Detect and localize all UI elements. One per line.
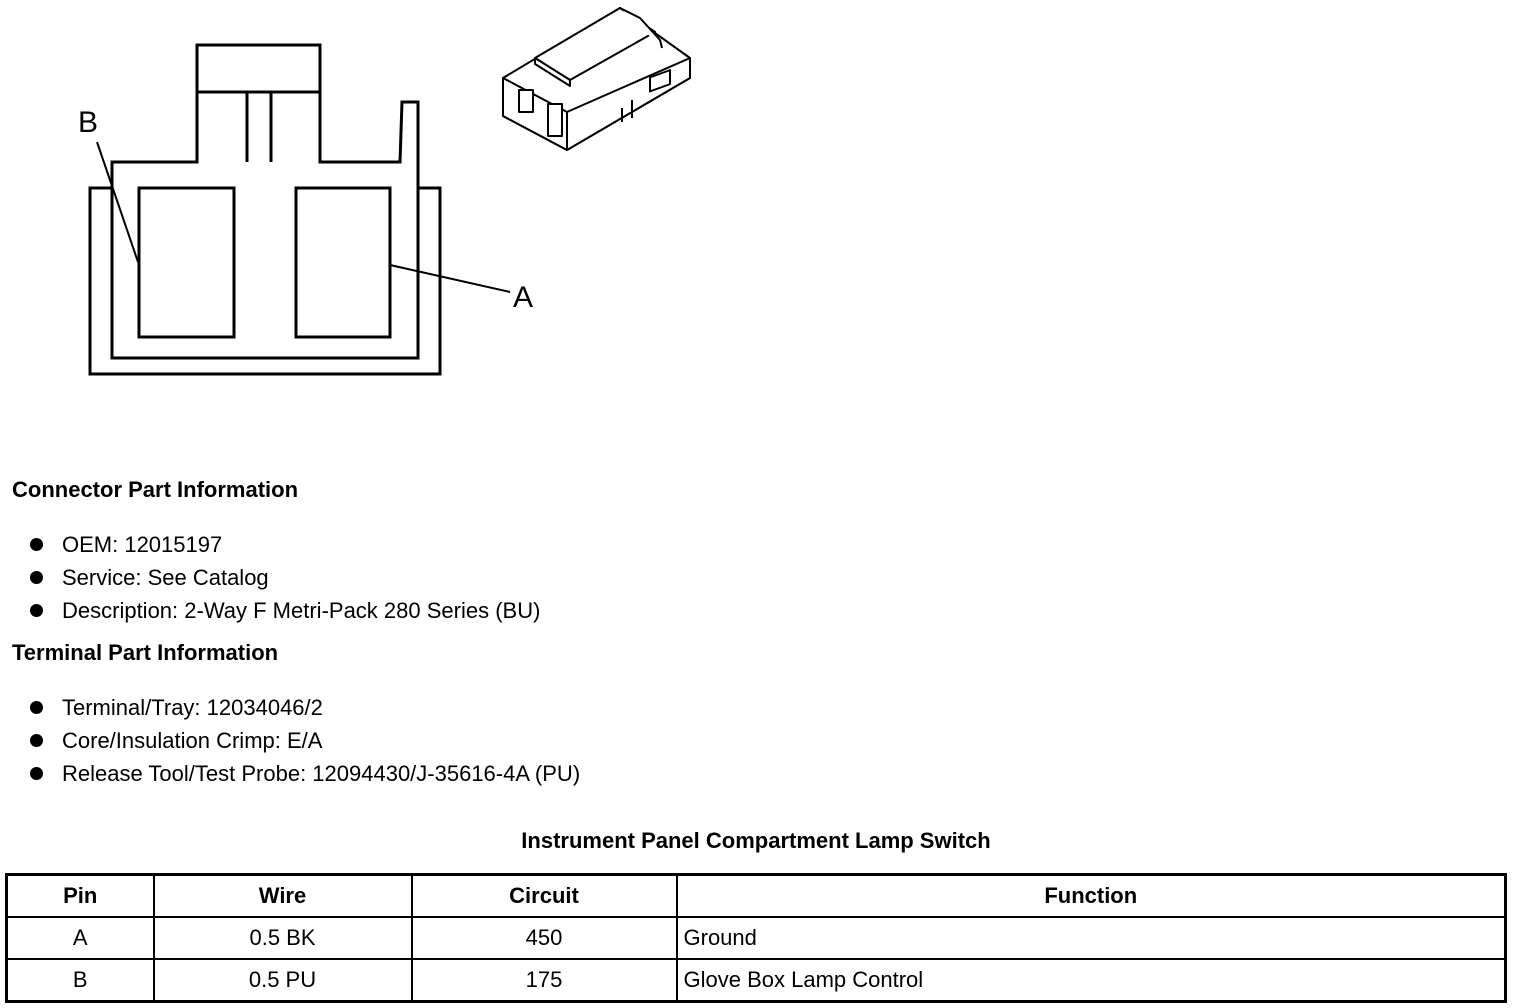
cell-pin: B — [5, 958, 155, 1003]
bullet-icon — [30, 767, 43, 780]
table-row: B 0.5 PU 175 Glove Box Lamp Control — [5, 958, 1507, 1003]
list-item: Core/Insulation Crimp: E/A — [12, 724, 580, 757]
connector-info-heading: Connector Part Information — [12, 477, 299, 502]
callout-leader-a — [389, 264, 511, 293]
bullet-icon — [30, 701, 43, 714]
bullet-icon — [30, 604, 43, 617]
list-item: OEM: 12015197 — [12, 528, 540, 561]
bullet-icon — [30, 538, 43, 551]
terminal-info-list: Terminal/Tray: 12034046/2 Core/Insulatio… — [12, 691, 580, 790]
callout-label-b: B — [78, 106, 98, 139]
table-row: A 0.5 BK 450 Ground — [5, 916, 1507, 960]
terminal-info-heading: Terminal Part Information — [12, 640, 279, 665]
list-item: Release Tool/Test Probe: 12094430/J-3561… — [12, 757, 580, 790]
bullet-icon — [30, 734, 43, 747]
column-header-pin: Pin — [5, 873, 155, 918]
column-header-circuit: Circuit — [410, 873, 678, 918]
column-header-wire: Wire — [152, 873, 413, 918]
callout-leader-b — [96, 141, 139, 263]
connector-info-list: OEM: 12015197 Service: See Catalog Descr… — [12, 528, 540, 627]
connector-outer-housing — [88, 43, 442, 376]
table-header-row: Pin Wire Circuit Function — [5, 873, 1507, 918]
pin-table: Pin Wire Circuit Function A 0.5 BK 450 G… — [5, 873, 1507, 1003]
connector-inner-cavity — [110, 188, 420, 360]
bullet-icon — [30, 571, 43, 584]
terminal-cavity-b — [137, 186, 236, 339]
pin-table-title: Instrument Panel Compartment Lamp Switch — [521, 828, 991, 853]
connector-face-diagram: B A — [78, 7, 691, 376]
cell-function: Ground — [675, 916, 1507, 960]
terminal-cavity-a — [294, 186, 392, 339]
cell-circuit: 450 — [410, 916, 678, 960]
cell-circuit: 175 — [410, 958, 678, 1003]
cell-wire: 0.5 PU — [152, 958, 413, 1003]
list-item: Terminal/Tray: 12034046/2 — [12, 691, 580, 724]
cell-function: Glove Box Lamp Control — [675, 958, 1507, 1003]
cell-wire: 0.5 BK — [152, 916, 413, 960]
list-item: Description: 2-Way F Metri-Pack 280 Seri… — [12, 594, 540, 627]
cell-pin: A — [5, 916, 155, 960]
list-item: Service: See Catalog — [12, 561, 540, 594]
column-header-function: Function — [675, 873, 1507, 918]
connector-isometric-icon — [502, 7, 691, 151]
callout-label-a: A — [513, 281, 533, 314]
